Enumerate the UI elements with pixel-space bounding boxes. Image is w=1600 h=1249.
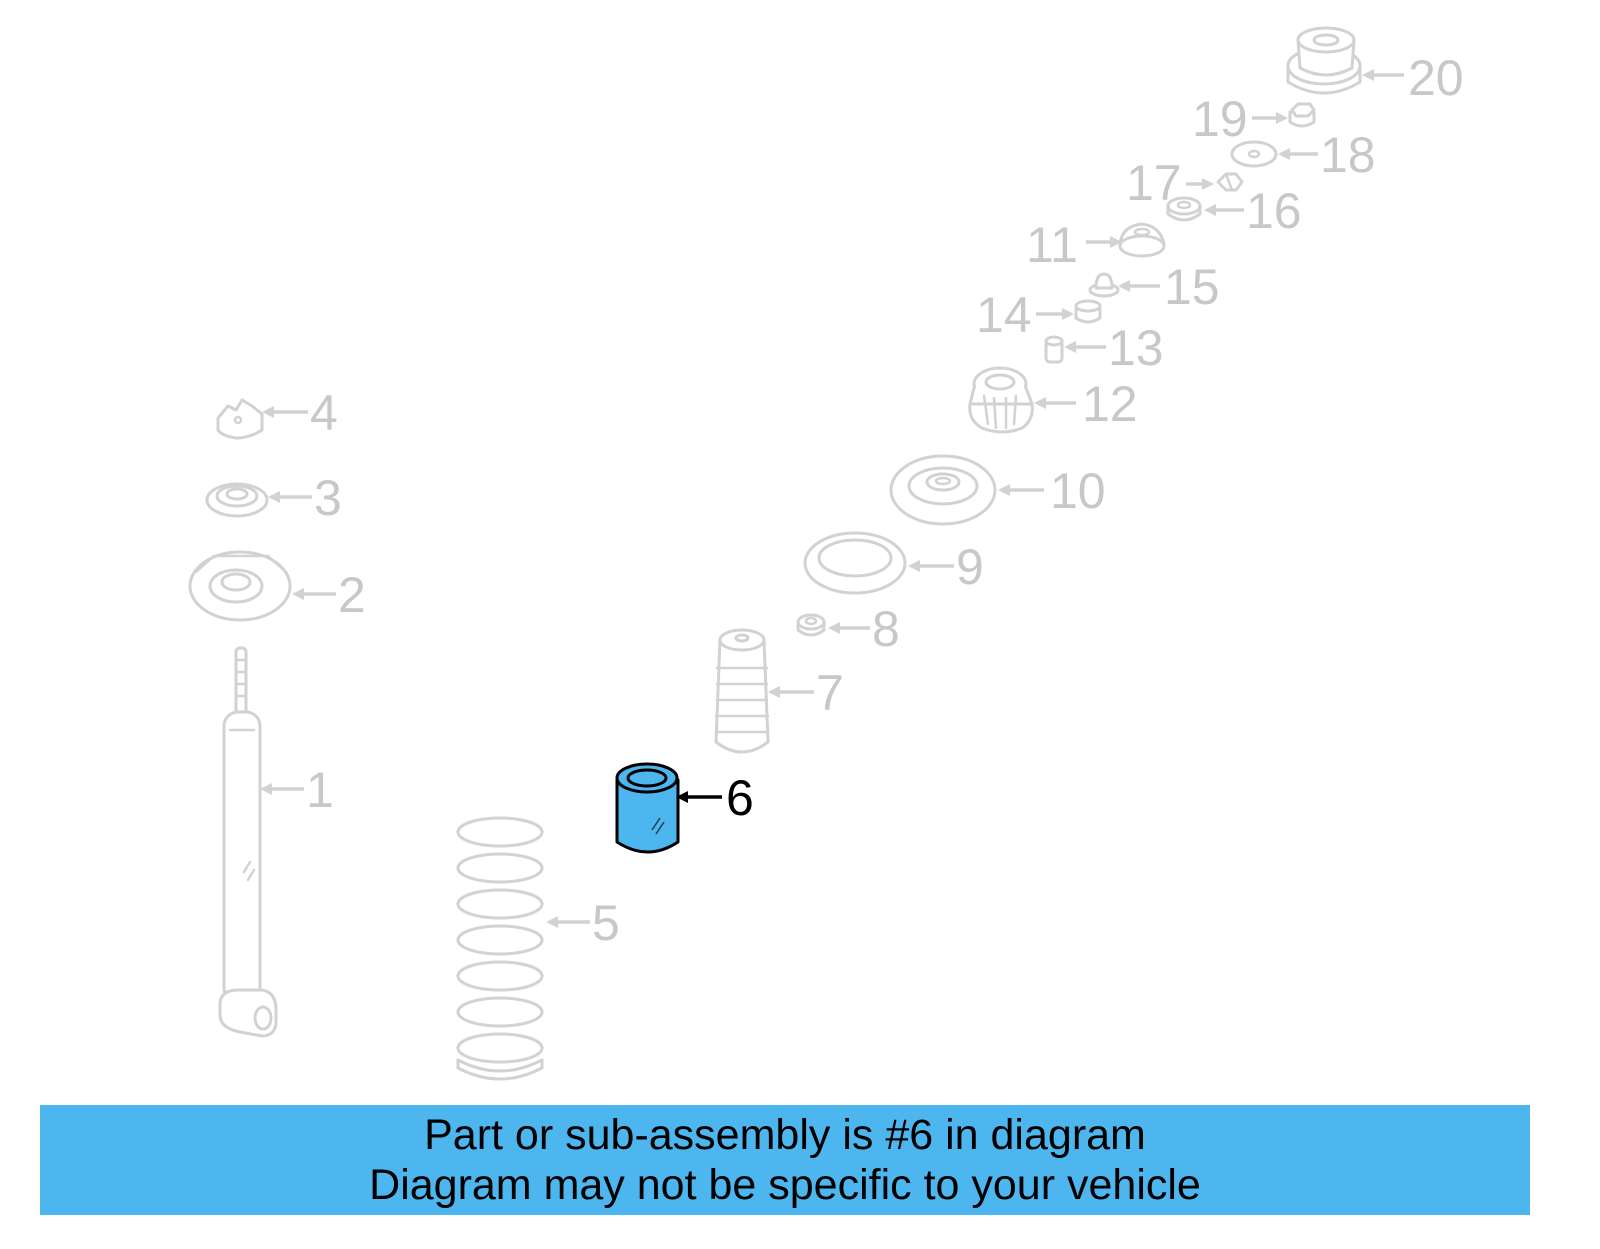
callout-7: 7 bbox=[768, 665, 844, 721]
callout-13-label: 13 bbox=[1108, 320, 1164, 376]
callout-19-label: 19 bbox=[1192, 91, 1248, 147]
callout-20: 20 bbox=[1362, 50, 1464, 106]
part-5-coil-spring[interactable] bbox=[456, 816, 544, 1081]
callout-13: 13 bbox=[1064, 320, 1164, 376]
part-11-cap[interactable] bbox=[1118, 222, 1166, 258]
callout-17-label: 17 bbox=[1126, 155, 1182, 211]
banner-line-1: Part or sub-assembly is #6 in diagram bbox=[424, 1111, 1146, 1159]
part-8-washer[interactable] bbox=[796, 613, 826, 637]
callout-6-label: 6 bbox=[726, 770, 754, 826]
callout-11-label: 11 bbox=[1026, 217, 1078, 273]
callout-2-label: 2 bbox=[338, 567, 366, 623]
callout-4-label: 4 bbox=[310, 385, 338, 441]
callout-14-label: 14 bbox=[976, 287, 1032, 343]
callout-2: 2 bbox=[292, 567, 366, 623]
callout-11: 11 bbox=[1026, 217, 1122, 273]
part-4-mount[interactable] bbox=[216, 398, 264, 440]
part-17-hex-nut[interactable] bbox=[1216, 172, 1244, 192]
part-2-spring-seat[interactable] bbox=[188, 550, 292, 622]
callout-1: 1 bbox=[260, 762, 334, 818]
callout-19: 19 bbox=[1192, 91, 1288, 147]
part-13-bushing[interactable] bbox=[1044, 335, 1064, 364]
part-3-ring[interactable] bbox=[205, 482, 269, 518]
callout-10: 10 bbox=[998, 463, 1106, 519]
callout-16-label: 16 bbox=[1246, 183, 1302, 239]
banner-line-2: Diagram may not be specific to your vehi… bbox=[369, 1161, 1201, 1209]
part-12-strut-mount[interactable] bbox=[968, 366, 1034, 434]
callout-8-label: 8 bbox=[872, 601, 900, 657]
callout-5: 5 bbox=[546, 895, 620, 951]
part-20-top-mount[interactable] bbox=[1286, 26, 1362, 95]
callout-20-label: 20 bbox=[1408, 50, 1464, 106]
part-6-sleeve-highlighted[interactable] bbox=[615, 762, 680, 854]
callout-15-label: 15 bbox=[1164, 259, 1220, 315]
callout-4: 4 bbox=[262, 385, 338, 441]
callout-17: 17 bbox=[1126, 155, 1214, 211]
callout-9-label: 9 bbox=[956, 539, 984, 595]
callout-5-label: 5 bbox=[592, 895, 620, 951]
callout-18-label: 18 bbox=[1320, 127, 1376, 183]
callout-15: 15 bbox=[1118, 259, 1220, 315]
part-1-shock-absorber[interactable] bbox=[218, 646, 278, 1038]
part-7-bump-stop[interactable] bbox=[714, 628, 770, 754]
callout-7-label: 7 bbox=[816, 665, 844, 721]
callout-9: 9 bbox=[908, 539, 984, 595]
part-19-nut[interactable] bbox=[1288, 102, 1316, 128]
callout-6: 6 bbox=[676, 770, 754, 826]
part-18-plate-washer[interactable] bbox=[1230, 140, 1278, 168]
callout-3-label: 3 bbox=[314, 470, 342, 526]
part-15-cap-nut[interactable] bbox=[1088, 272, 1120, 298]
callout-8: 8 bbox=[828, 601, 900, 657]
callout-18: 18 bbox=[1278, 127, 1376, 183]
callout-12-label: 12 bbox=[1082, 376, 1138, 432]
part-16-washer[interactable] bbox=[1166, 196, 1202, 222]
part-10-upper-seat[interactable] bbox=[889, 454, 997, 526]
callout-16: 16 bbox=[1204, 183, 1302, 239]
info-banner: Part or sub-assembly is #6 in diagram Di… bbox=[40, 1105, 1530, 1215]
part-14-nut[interactable] bbox=[1074, 299, 1102, 324]
callout-3: 3 bbox=[268, 470, 342, 526]
callout-1-label: 1 bbox=[306, 762, 334, 818]
callout-14: 14 bbox=[976, 287, 1074, 343]
part-9-spring-pad[interactable] bbox=[803, 531, 907, 595]
callout-10-label: 10 bbox=[1050, 463, 1106, 519]
callout-12: 12 bbox=[1034, 376, 1138, 432]
